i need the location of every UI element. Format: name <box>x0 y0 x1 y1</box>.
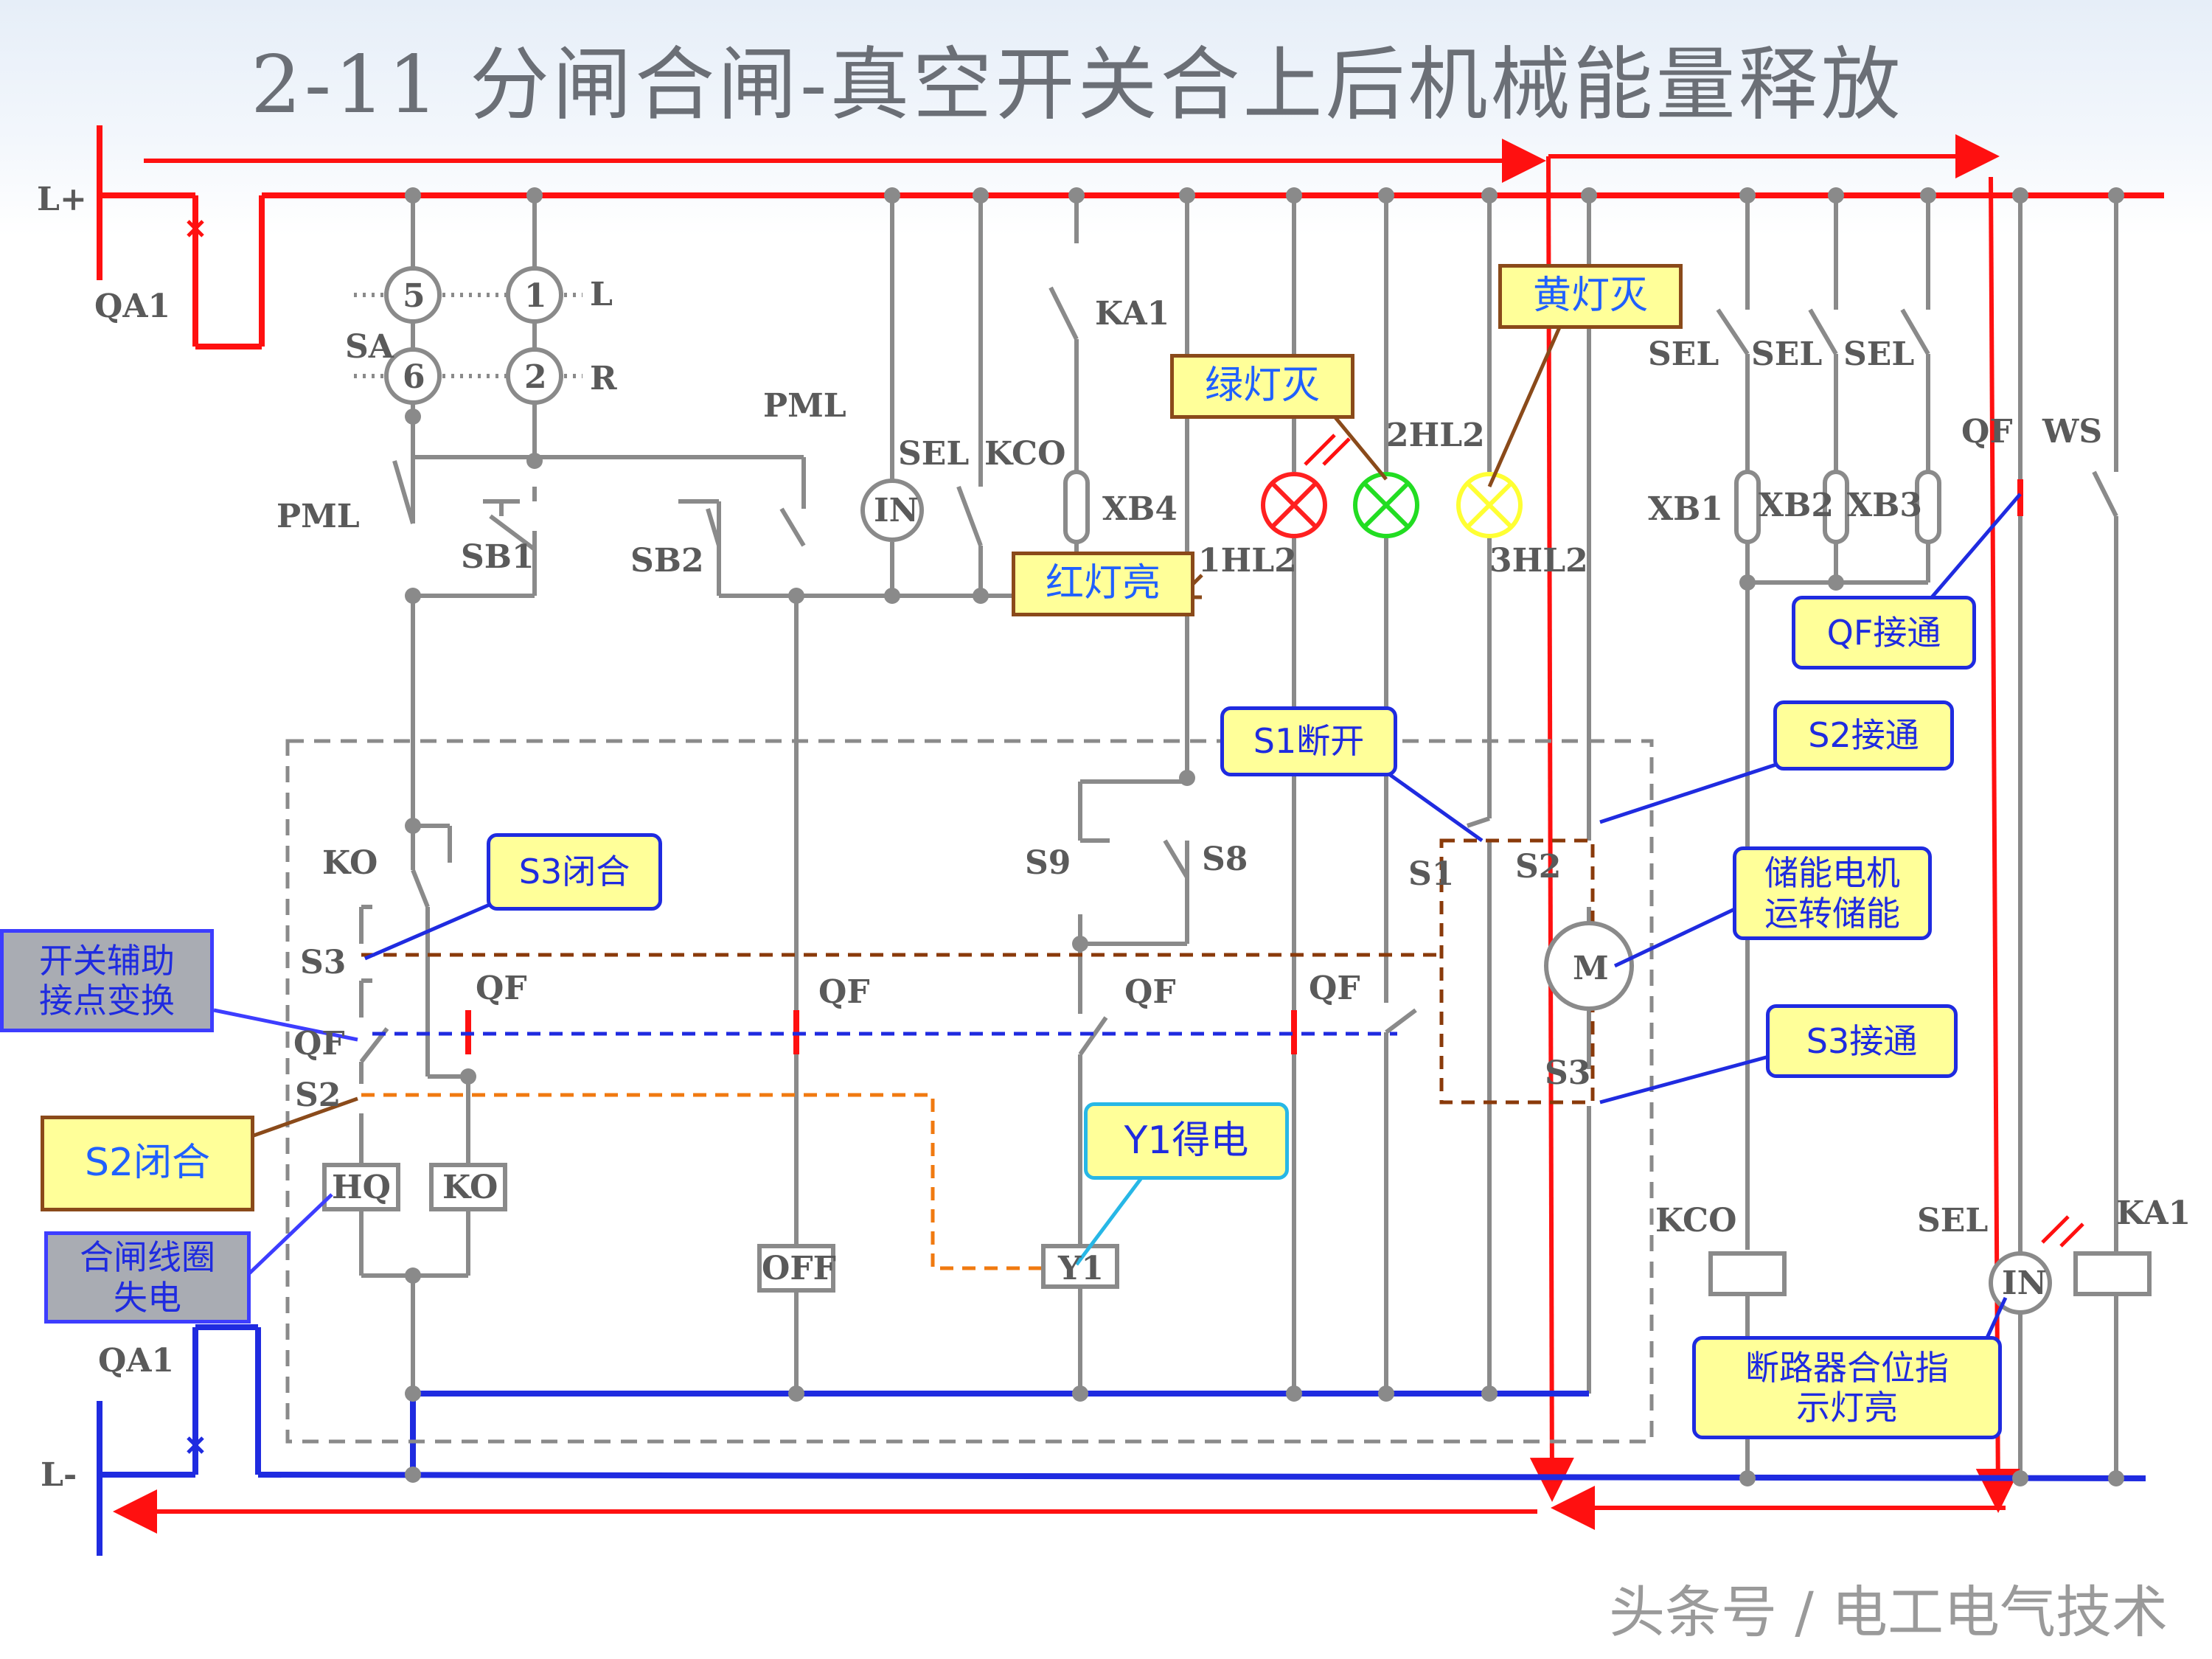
label-motor: M <box>1573 950 1609 987</box>
label-xb4: XB4 <box>1102 490 1178 528</box>
breaker-mechanism-box <box>285 739 1654 1444</box>
lamp-glow-arrows <box>1304 434 2084 1248</box>
label-qf-3: QF <box>1124 973 1176 1011</box>
label-ko-contact: KO <box>322 844 378 882</box>
page-title: 2-11 分闸合闸-真空开关合上后机械能量释放 <box>251 39 1904 131</box>
label-sa-6: 6 <box>403 358 425 396</box>
green-lamp-icon <box>1353 472 1419 538</box>
label-sb1: SB1 <box>461 538 535 576</box>
label-sel-3: SEL <box>1843 335 1914 373</box>
junction-dots <box>405 187 2124 1486</box>
watermark-text: 头条号 / 电工电气技术 <box>1609 1579 2168 1645</box>
callout-aux-contact-change: 开关辅助 接点变换 <box>0 929 214 1032</box>
label-sb2: SB2 <box>630 542 704 580</box>
red-lamp-icon <box>1261 472 1327 538</box>
label-in-top: IN <box>874 492 919 529</box>
label-qf-top: QF <box>1961 413 2013 451</box>
label-ka1-coil: KA1 <box>2116 1194 2191 1232</box>
label-ws: WS <box>2042 413 2102 451</box>
yellow-lamp-icon <box>1456 472 1523 538</box>
label-s2-right: S2 <box>1515 848 1561 886</box>
xb-links <box>1063 470 1941 544</box>
label-in-bottom: IN <box>2002 1265 2047 1302</box>
in-indicator <box>860 479 924 542</box>
callout-pointers <box>213 301 2022 1347</box>
label-xb3: XB3 <box>1847 487 1922 524</box>
label-qf-2: QF <box>818 973 870 1011</box>
label-sa-2: 2 <box>524 358 547 396</box>
callout-s2-on: S2接通 <box>1773 700 1954 771</box>
label-3hl2: 3HL2 <box>1489 542 1588 580</box>
label-1hl2: 1HL2 <box>1198 542 1297 580</box>
callout-coil-deenergized: 合闸线圈 失电 <box>44 1231 251 1324</box>
motor-aux-box <box>1439 838 1595 1105</box>
label-kco-coil: KCO <box>1655 1202 1736 1239</box>
energized-path <box>97 125 2164 1534</box>
label-2hl2: 2HL2 <box>1386 417 1485 454</box>
label-ka1-top: KA1 <box>1095 295 1169 333</box>
label-sa-5: 5 <box>403 277 425 315</box>
label-xb2: XB2 <box>1759 487 1834 524</box>
callout-red-lamp-on: 红灯亮 <box>1012 552 1194 616</box>
label-qa1-top: QA1 <box>94 288 170 325</box>
coils <box>322 1163 2152 1296</box>
label-pml-left: PML <box>276 498 360 535</box>
label-off: OFF <box>762 1250 836 1287</box>
label-sa: SA <box>345 328 394 366</box>
component-labels: L+ L- QA1 QA1 SA 5 1 6 2 L R PML PML SB1… <box>37 181 2191 1494</box>
callout-yellow-lamp-off: 黄灯灭 <box>1498 264 1683 329</box>
selector-sa <box>354 266 582 405</box>
callout-s3-closed: S3闭合 <box>487 833 662 911</box>
gray-wiring <box>359 195 2118 1478</box>
label-y1: Y1 <box>1057 1250 1104 1287</box>
label-s3-left: S3 <box>300 944 346 981</box>
label-bus-negative: L- <box>41 1456 77 1494</box>
label-pml-top: PML <box>763 387 846 425</box>
callout-s2-closed: S2闭合 <box>41 1116 254 1211</box>
label-s1: S1 <box>1408 855 1454 893</box>
label-qf-1: QF <box>476 970 527 1007</box>
label-s9: S9 <box>1025 844 1071 882</box>
label-sel-bottom: SEL <box>1917 1202 1988 1239</box>
label-qf-4: QF <box>1309 970 1360 1007</box>
label-xb1: XB1 <box>1648 490 1723 528</box>
motor-icon <box>1544 921 1634 1011</box>
callout-motor-store: 储能电机 运转储能 <box>1733 846 1932 940</box>
callout-qf-on: QF接通 <box>1792 596 1976 669</box>
s2-link <box>361 1093 1043 1270</box>
label-bus-positive: L+ <box>37 181 87 218</box>
callout-s1-open: S1断开 <box>1220 706 1397 776</box>
callout-s3-on: S3接通 <box>1766 1004 1958 1078</box>
label-qa1-bottom: QA1 <box>98 1342 174 1380</box>
label-hq: HQ <box>332 1169 391 1206</box>
label-sel-top: SEL <box>898 435 969 473</box>
label-sa-1: 1 <box>524 277 547 315</box>
label-sa-r: R <box>590 360 617 397</box>
label-ko-coil: KO <box>442 1169 498 1206</box>
label-s3-right: S3 <box>1545 1054 1590 1092</box>
breaker-marks <box>187 220 204 1454</box>
label-kco-top: KCO <box>984 435 1065 473</box>
label-s2-left: S2 <box>295 1077 341 1114</box>
label-qf-left: QF <box>293 1025 345 1062</box>
callout-y1-energized: Y1得电 <box>1084 1102 1289 1180</box>
label-sel-1: SEL <box>1648 335 1719 373</box>
callout-green-lamp-off: 绿灯灭 <box>1170 354 1354 419</box>
label-sel-2: SEL <box>1751 335 1822 373</box>
label-s8: S8 <box>1202 841 1248 878</box>
callout-position-lamp-on: 断路器合位指 示灯亮 <box>1692 1336 2002 1439</box>
label-sa-l: L <box>590 276 613 313</box>
